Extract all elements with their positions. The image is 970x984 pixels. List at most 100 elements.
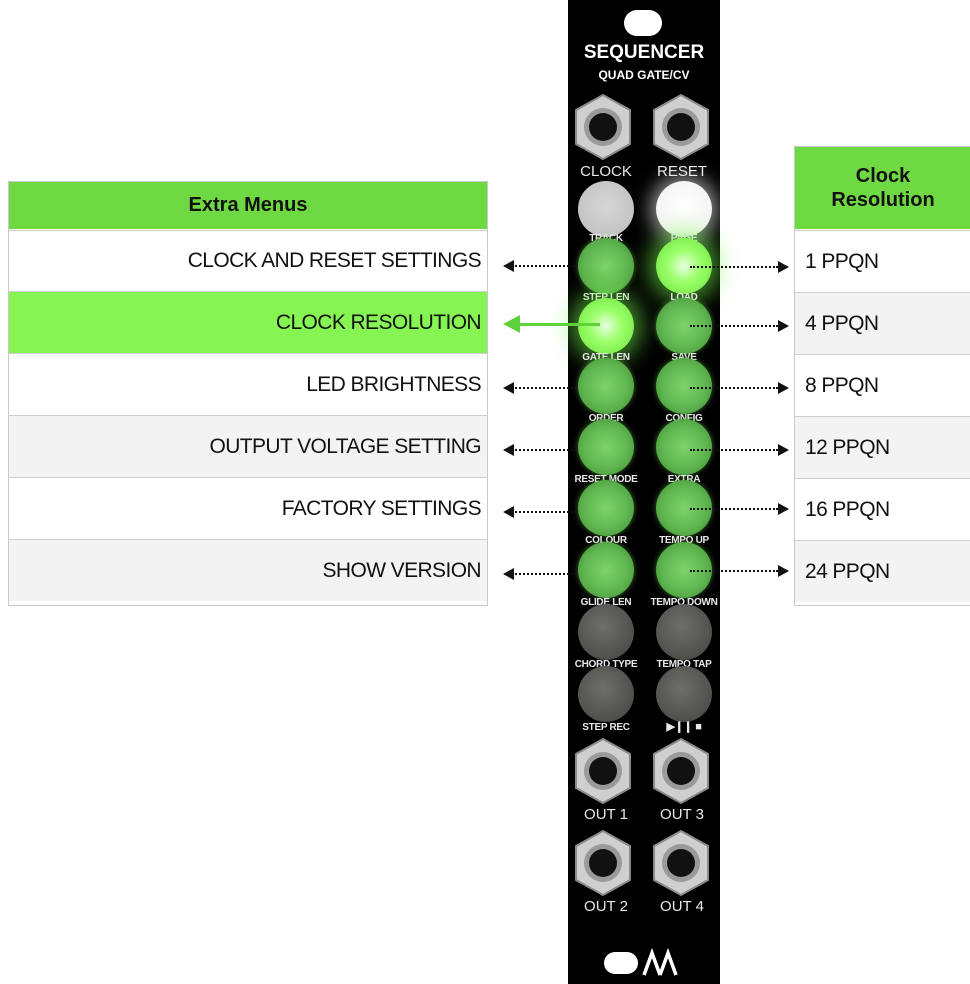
step-len-label: STEP LEN	[564, 292, 648, 303]
list-item-label: CLOCK AND RESET SETTINGS	[187, 249, 482, 272]
resolution-option-24[interactable]: 24 PPQN	[795, 540, 970, 602]
step-rec-label: STEP REC	[582, 722, 630, 733]
out2-label: OUT 2	[584, 898, 628, 915]
arrowhead-left	[503, 506, 514, 518]
out1-jack[interactable]	[568, 736, 638, 806]
load-label: LOAD	[642, 292, 726, 303]
module-title: SEQUENCER	[583, 42, 705, 63]
arrow-to-clock-resolution	[520, 323, 600, 326]
arrowhead-right	[778, 503, 789, 515]
menu-item-output-voltage[interactable]: OUTPUT VOLTAGE SETTING	[9, 415, 487, 477]
arrow-to-16ppqn	[690, 508, 778, 510]
module-subtitle: QUAD GATE/CV	[598, 68, 690, 82]
clock-resolution-header-label: Clock Resolution	[831, 165, 935, 211]
list-item-label: 12 PPQN	[805, 435, 890, 459]
arrowhead-left	[503, 568, 514, 580]
gate-len-button[interactable]	[578, 298, 634, 354]
clock-resolution-table: Clock Resolution 1 PPQN 4 PPQN 8 PPQN 12…	[794, 146, 970, 606]
config-label: CONFIG	[642, 413, 726, 424]
arrowhead-right	[778, 565, 789, 577]
arrow-to-factory-settings	[512, 511, 576, 513]
arrowhead-left	[503, 444, 514, 456]
extra-menus-header: Extra Menus	[9, 182, 487, 229]
arrow-to-24ppqn	[690, 570, 778, 572]
track-button[interactable]	[578, 181, 634, 237]
list-item-label: SHOW VERSION	[322, 558, 482, 582]
colour-button[interactable]	[578, 480, 634, 536]
sequencer-module-panel: SEQUENCER QUAD GATE/CV CLOCK RESET TRACK…	[568, 0, 720, 984]
colour-label: COLOUR	[585, 535, 627, 546]
resolution-option-16[interactable]: 16 PPQN	[795, 478, 970, 540]
reset-jack-label: RESET	[656, 163, 707, 180]
menu-item-clock-resolution[interactable]: CLOCK RESOLUTION	[9, 291, 487, 353]
list-item-label: FACTORY SETTINGS	[281, 496, 482, 520]
menu-item-clock-and-reset[interactable]: CLOCK AND RESET SETTINGS	[9, 230, 487, 291]
out3-jack[interactable]	[646, 736, 716, 806]
resolution-option-8[interactable]: 8 PPQN	[795, 354, 970, 416]
clock-jack[interactable]	[568, 92, 638, 162]
arrowhead-right	[778, 261, 789, 273]
clock-jack-label: CLOCK	[580, 163, 632, 180]
order-button[interactable]	[578, 358, 634, 414]
reset-jack[interactable]	[646, 92, 716, 162]
arrowhead-right	[778, 444, 789, 456]
arrowhead-right	[778, 382, 789, 394]
arrow-to-output-voltage	[512, 449, 576, 451]
reset-mode-label: RESET MODE	[574, 474, 638, 485]
tempo-up-label: TEMPO UP	[659, 535, 709, 546]
arrow-to-led-brightness	[512, 387, 576, 389]
menu-item-show-version[interactable]: SHOW VERSION	[9, 539, 487, 601]
extra-label: EXTRA	[642, 474, 726, 485]
play-stop-label: ▶❙❙ ■	[666, 721, 702, 733]
step-len-button[interactable]	[578, 238, 634, 294]
arrow-to-8ppqn	[690, 387, 778, 389]
order-label: ORDER	[564, 413, 648, 424]
arrow-to-4ppqn	[690, 325, 778, 327]
out1-label: OUT 1	[584, 806, 628, 823]
glide-len-button[interactable]	[578, 542, 634, 598]
clock-resolution-header: Clock Resolution	[795, 147, 970, 229]
list-item-label: OUTPUT VOLTAGE SETTING	[209, 434, 482, 458]
arrowhead-left	[503, 382, 514, 394]
arrowhead-right	[778, 320, 789, 332]
menu-item-led-brightness[interactable]: LED BRIGHTNESS	[9, 353, 487, 415]
out3-label: OUT 3	[660, 806, 704, 823]
resolution-option-4[interactable]: 4 PPQN	[795, 292, 970, 354]
list-item-label: 1 PPQN	[805, 249, 879, 273]
glide-len-label: GLIDE LEN	[580, 597, 632, 608]
step-rec-button[interactable]	[578, 666, 634, 722]
tempo-down-label: TEMPO DOWN	[650, 597, 718, 608]
extra-button[interactable]	[656, 419, 712, 475]
arrowhead-left	[503, 260, 514, 272]
out2-jack[interactable]	[568, 828, 638, 898]
play-stop-button[interactable]	[656, 666, 712, 722]
resolution-option-1[interactable]: 1 PPQN	[795, 230, 970, 292]
list-item-label: 16 PPQN	[805, 497, 890, 521]
tempo-tap-label: TEMPO TAP	[656, 659, 712, 670]
list-item-label: 8 PPQN	[805, 373, 879, 397]
mounting-hole-top	[624, 10, 662, 36]
resolution-option-12[interactable]: 12 PPQN	[795, 416, 970, 478]
chord-type-label: CHORD TYPE	[574, 659, 638, 670]
gate-len-label: GATE LEN	[564, 352, 648, 363]
extra-menus-header-label: Extra Menus	[188, 194, 308, 216]
chord-type-button[interactable]	[578, 604, 634, 660]
page-button[interactable]	[656, 181, 712, 237]
arrow-to-show-version	[512, 573, 576, 575]
arrow-to-clock-reset	[512, 265, 576, 267]
brand-logo-icon	[604, 948, 678, 976]
config-button[interactable]	[656, 358, 712, 414]
arrowhead-left-green	[503, 315, 520, 333]
list-item-label: 4 PPQN	[805, 311, 879, 335]
tempo-tap-button[interactable]	[656, 604, 712, 660]
list-item-label: 24 PPQN	[805, 559, 890, 583]
menu-item-factory-settings[interactable]: FACTORY SETTINGS	[9, 477, 487, 539]
extra-menus-table: Extra Menus CLOCK AND RESET SETTINGS CLO…	[8, 181, 488, 606]
save-label: SAVE	[642, 352, 726, 363]
list-item-label: LED BRIGHTNESS	[306, 372, 481, 396]
out4-label: OUT 4	[660, 898, 704, 915]
out4-jack[interactable]	[646, 828, 716, 898]
arrow-to-12ppqn	[690, 449, 778, 451]
reset-mode-button[interactable]	[578, 419, 634, 475]
list-item-label: CLOCK RESOLUTION	[275, 310, 482, 334]
